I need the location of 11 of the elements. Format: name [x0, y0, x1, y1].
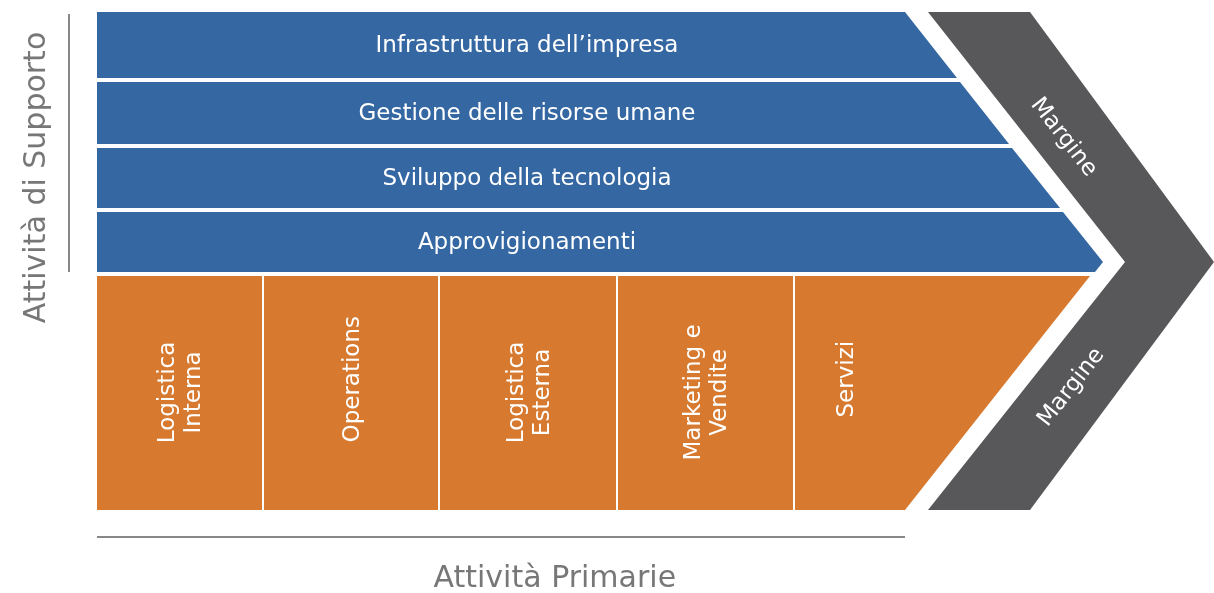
band-label: Sviluppo della tecnologia — [381, 164, 673, 191]
column-label: Marketing e Vendite — [678, 323, 732, 463]
column-label: Operations — [337, 315, 365, 445]
column-label: Logistica Interna — [152, 340, 206, 446]
band-label: Gestione delle risorse umane — [357, 99, 697, 126]
band-label: Approvigionamenti — [416, 228, 638, 255]
band-label: Infrastruttura dell’impresa — [374, 31, 680, 58]
section-label: Attività Primarie — [433, 558, 677, 593]
column-label: Servizi — [831, 339, 859, 420]
section-label: Attività di Supporto — [17, 31, 53, 323]
column-label: Logistica Esterna — [501, 340, 555, 446]
